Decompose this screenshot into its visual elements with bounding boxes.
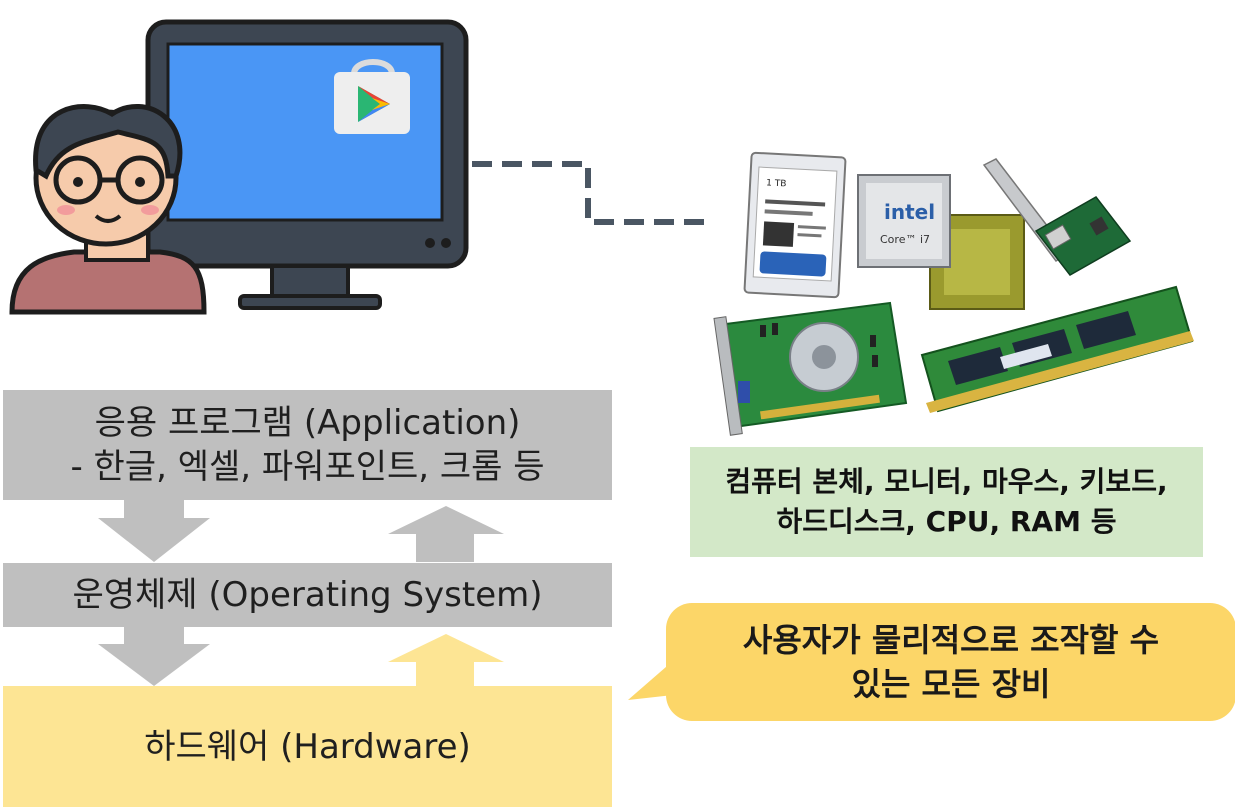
hardware-examples-line1: 컴퓨터 본체, 모니터, 마우스, 키보드, <box>725 465 1168 498</box>
cpu-model: Core™ i7 <box>880 233 930 246</box>
os-layer-label: 운영체제 (Operating System) <box>72 575 543 615</box>
ram-icon <box>920 285 1194 413</box>
application-layer-box: 응용 프로그램 (Application) - 한글, 엑셀, 파워포인트, 크… <box>3 390 612 500</box>
layer-arrows <box>98 500 504 686</box>
computer-user-illustration <box>9 19 469 315</box>
down-arrow-icon <box>98 626 210 686</box>
callout-bubble: 사용자가 물리적으로 조작할 수 있는 모든 장비 <box>666 603 1235 721</box>
hardware-layer-label: 하드웨어 (Hardware) <box>144 726 471 767</box>
os-layer-box: 운영체제 (Operating System) <box>3 563 612 627</box>
application-layer-examples: - 한글, 엑셀, 파워포인트, 크롬 등 <box>70 447 545 487</box>
callout-line2: 있는 모든 장비 <box>851 665 1051 703</box>
hardware-parts-illustration: 1 TB intel Core™ i7 <box>713 151 1194 436</box>
dashed-connector <box>472 161 706 225</box>
application-layer-title: 응용 프로그램 (Application) <box>94 403 521 443</box>
user-icon <box>9 103 207 315</box>
play-store-icon <box>334 59 410 134</box>
down-arrow-icon <box>98 500 210 562</box>
cpu-icon: intel Core™ i7 <box>857 174 1025 310</box>
hdd-label: 1 TB <box>766 178 787 189</box>
hardware-layer-box: 하드웨어 (Hardware) <box>3 686 612 807</box>
hardware-examples-line2: 하드디스크, CPU, RAM 등 <box>776 505 1117 538</box>
network-card-icon <box>982 158 1132 276</box>
callout-line1: 사용자가 물리적으로 조작할 수 <box>742 621 1160 659</box>
hardware-examples-box: 컴퓨터 본체, 모니터, 마우스, 키보드, 하드디스크, CPU, RAM 등 <box>690 447 1203 557</box>
hard-disk-icon: 1 TB <box>743 151 847 299</box>
up-arrow-icon <box>388 506 504 562</box>
up-arrow-icon <box>388 634 504 686</box>
cpu-brand: intel <box>884 200 935 224</box>
graphics-card-icon <box>713 301 908 436</box>
